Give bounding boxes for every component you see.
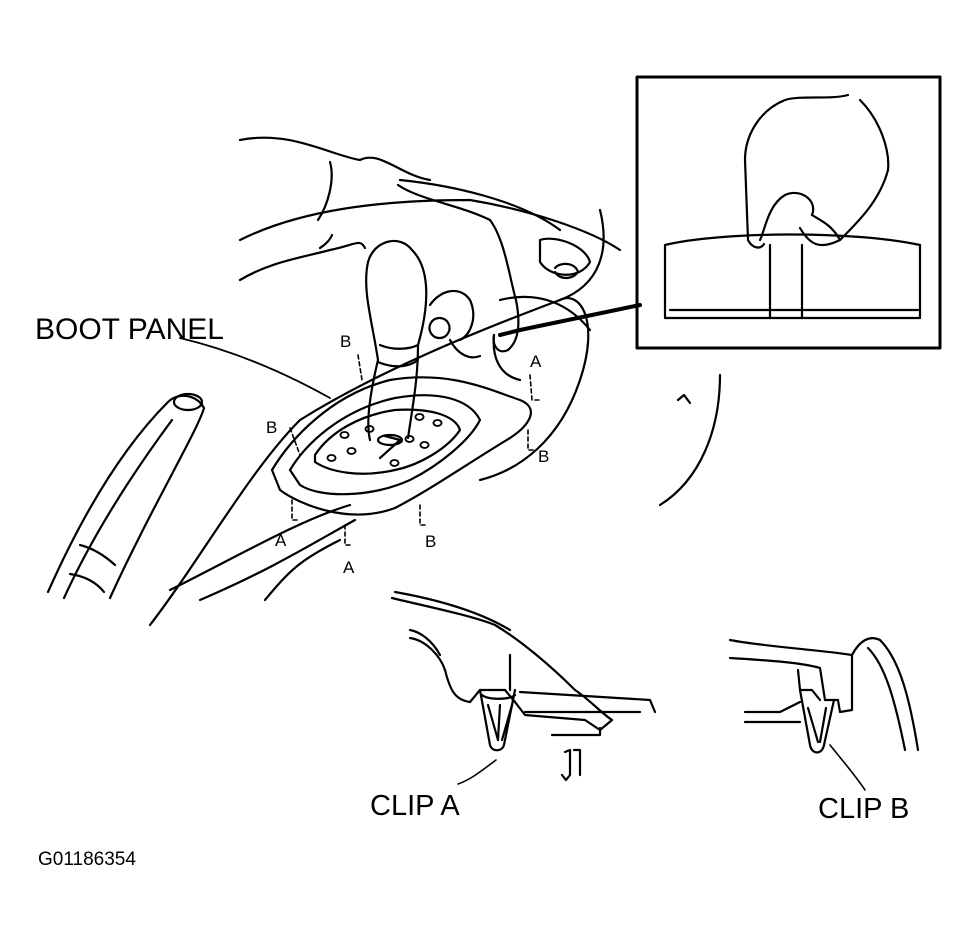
boot-panel-leader-line	[179, 337, 331, 399]
clip-b-label: CLIP B	[818, 793, 909, 825]
clip-marker: B	[266, 418, 277, 437]
boot-panel-label: BOOT PANEL	[35, 313, 224, 346]
parking-brake-lever	[46, 392, 206, 600]
clip-marker: B	[425, 532, 436, 551]
clip-location-markers	[289, 354, 541, 546]
inset-leader-line	[498, 303, 642, 337]
rotation-arrow	[658, 373, 722, 507]
clip-marker: B	[538, 447, 549, 466]
clip-marker: A	[530, 352, 542, 371]
clip-marker: B	[340, 332, 351, 351]
hand-arm	[238, 136, 522, 382]
clip-marker: A	[275, 531, 287, 550]
inset-detail-box	[635, 75, 942, 350]
clip-a-detail	[390, 590, 657, 785]
figure-id: G01186354	[38, 849, 136, 870]
boot-panel	[270, 376, 532, 516]
clip-b-detail	[728, 637, 920, 791]
clip-marker: A	[343, 558, 355, 577]
clip-a-label: CLIP A	[370, 790, 460, 822]
shift-knob	[365, 240, 428, 447]
center-console	[148, 178, 622, 627]
